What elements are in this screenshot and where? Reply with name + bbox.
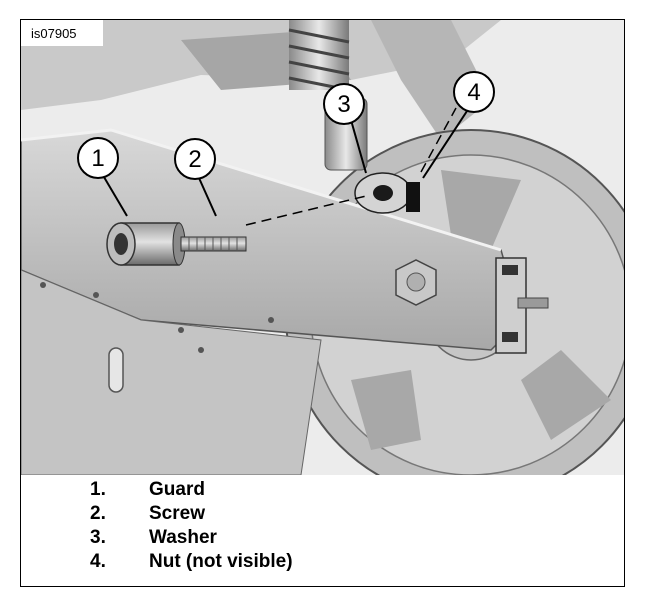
- legend-label: Guard: [149, 479, 205, 500]
- arm-rivet-3: [178, 327, 184, 333]
- callout-2: 2: [174, 138, 216, 180]
- callout-4-label: 4: [467, 79, 480, 106]
- image-id-label: is07905: [31, 26, 77, 41]
- parts-legend: 1. Guard 2. Screw 3. Washer 4. Nut (not …: [90, 478, 293, 574]
- axle-bracket-slot-1: [502, 265, 518, 275]
- callout-3: 3: [323, 83, 365, 125]
- frame-plate-right: [371, 20, 491, 140]
- legend-item: 4. Nut (not visible): [90, 550, 293, 574]
- arm-rivet-1: [40, 282, 46, 288]
- legend-item: 1. Guard: [90, 478, 293, 502]
- callout-3-leader: [350, 119, 367, 174]
- callout-1: 1: [77, 137, 119, 179]
- legend-item: 3. Washer: [90, 526, 293, 550]
- legend-label: Screw: [149, 503, 205, 524]
- assembly-dashed-line: [245, 195, 367, 226]
- arm-rivet-4: [198, 347, 204, 353]
- callout-2-label: 2: [188, 146, 201, 173]
- axle-bolt: [517, 297, 549, 309]
- legend-number: 4.: [90, 551, 106, 572]
- axle-nut-center: [406, 272, 426, 292]
- callout-4-leader: [422, 107, 470, 179]
- wheel-spoke-1: [441, 170, 521, 250]
- callout-3-label: 3: [337, 91, 350, 118]
- legend-label: Washer: [149, 527, 217, 548]
- legend-number: 2.: [90, 503, 106, 524]
- legend-number: 3.: [90, 527, 106, 548]
- callout-2-leader: [198, 177, 217, 217]
- exploded-diagram: 1 2 3 4 is07905: [21, 20, 624, 475]
- image-id-box: [21, 20, 103, 46]
- wheel-spoke-3: [351, 370, 421, 450]
- shock-spring: [288, 20, 350, 92]
- nut-dashed-line: [420, 107, 457, 173]
- axle-bracket-slot-2: [502, 332, 518, 342]
- wheel-spoke-2: [521, 350, 611, 440]
- swing-arm-lower: [21, 269, 322, 475]
- guard-and-screw-part: [106, 222, 247, 266]
- legend-number: 1.: [90, 479, 106, 500]
- callout-4: 4: [453, 71, 495, 113]
- callout-1-label: 1: [91, 145, 104, 172]
- legend-item: 2. Screw: [90, 502, 293, 526]
- arm-slot: [108, 347, 124, 393]
- callout-1-leader: [100, 171, 128, 217]
- arm-rivet-5: [268, 317, 274, 323]
- legend-label: Nut (not visible): [149, 551, 293, 572]
- arm-rivet-2: [93, 292, 99, 298]
- washer-part: [354, 172, 420, 214]
